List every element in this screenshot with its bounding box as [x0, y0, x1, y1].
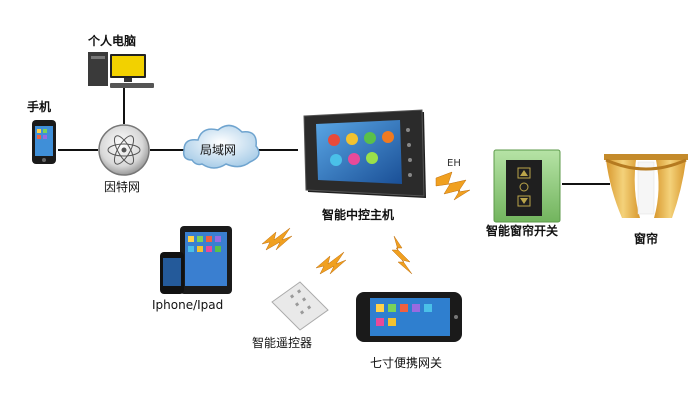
wireless-signal-icon	[261, 171, 471, 275]
curtain-switch-icon	[493, 149, 561, 223]
label-pc: 个人电脑	[88, 34, 137, 48]
internet-globe-icon	[98, 124, 150, 176]
label-phone: 手机	[27, 100, 52, 114]
label-iphone-ipad: Iphone/Ipad	[152, 298, 224, 312]
lan-cloud-icon	[182, 124, 260, 169]
label-remote: 智能遥控器	[252, 336, 313, 350]
control-host-icon	[303, 109, 426, 198]
connection-lines	[58, 88, 610, 185]
label-curtain: 窗帘	[634, 232, 659, 246]
curtain-icon	[604, 154, 688, 218]
label-internet: 因特网	[104, 180, 141, 194]
remote-control-icon	[271, 281, 329, 331]
label-curtain-switch: 智能窗帘开关	[486, 224, 559, 238]
label-lan: 局域网	[200, 143, 237, 157]
label-eh: EH	[447, 158, 461, 169]
label-portable-gateway: 七寸便携网关	[370, 356, 443, 370]
smartphone-icon	[32, 120, 56, 164]
tablet-gateway-icon	[356, 292, 462, 342]
label-host: 智能中控主机	[322, 208, 395, 222]
ipad-icon	[160, 226, 232, 294]
desktop-pc-icon	[88, 52, 154, 88]
